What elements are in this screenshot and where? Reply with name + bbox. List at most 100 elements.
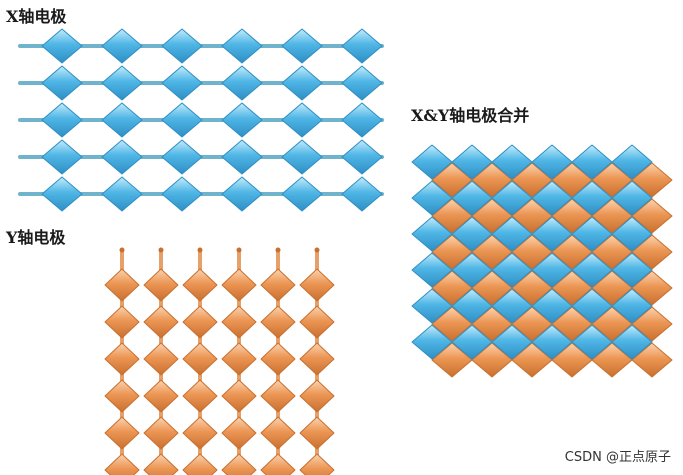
y-electrode-terminal xyxy=(158,247,164,253)
merged-x-pad xyxy=(451,324,493,360)
merged-x-pad xyxy=(451,180,493,216)
merged-y-pad xyxy=(591,162,633,198)
merged-x-pad xyxy=(531,216,573,252)
merged-x-pad xyxy=(411,144,453,180)
merged-y-pad xyxy=(631,234,673,270)
x-electrode-pad xyxy=(221,176,263,212)
merged-y-pad xyxy=(591,234,633,270)
merged-y-pad xyxy=(431,198,473,234)
merged-y-pad xyxy=(551,342,593,378)
merged-x-pad xyxy=(411,252,453,288)
x-electrode-pad xyxy=(161,139,203,175)
merged-y-pad xyxy=(631,306,673,342)
y-electrode-pad xyxy=(104,416,140,450)
y-electrode-pad xyxy=(104,453,140,475)
x-electrode-pad xyxy=(281,176,323,212)
x-electrode-pad xyxy=(341,65,383,101)
x-electrode-pad xyxy=(221,102,263,138)
merged-y-pad xyxy=(511,162,553,198)
merged-y-pad xyxy=(431,162,473,198)
merged-y-pad xyxy=(551,162,593,198)
merged-x-pad xyxy=(491,144,533,180)
y-electrode-pad xyxy=(299,453,335,475)
y-electrode-pad xyxy=(221,379,257,413)
x-electrode-pad xyxy=(341,176,383,212)
merged-x-pad xyxy=(611,180,653,216)
x-electrode-pad xyxy=(101,176,143,212)
merged-x-pad xyxy=(411,216,453,252)
merged-x-pad xyxy=(611,324,653,360)
x-electrode-pad xyxy=(101,139,143,175)
y-electrode-pad xyxy=(143,342,179,376)
x-electrode-panel xyxy=(18,28,384,212)
y-electrode-pad xyxy=(182,453,218,475)
x-electrode-pad xyxy=(41,176,83,212)
merged-x-pad xyxy=(451,144,493,180)
y-electrode-pad xyxy=(143,453,179,475)
x-electrode-pad xyxy=(221,28,263,64)
x-electrode-pad xyxy=(41,65,83,101)
y-electrode-pad xyxy=(260,305,296,339)
merged-x-pad xyxy=(611,288,653,324)
merged-x-pad xyxy=(571,324,613,360)
merged-x-pad xyxy=(571,180,613,216)
merged-y-pad xyxy=(511,234,553,270)
merged-y-pad xyxy=(471,306,513,342)
y-electrode-pad xyxy=(221,305,257,339)
merged-x-pad xyxy=(491,216,533,252)
merged-x-pad xyxy=(571,216,613,252)
merged-y-pad xyxy=(511,270,553,306)
y-electrode-terminal xyxy=(197,247,203,253)
y-electrode-pad xyxy=(260,268,296,302)
merged-x-pad xyxy=(531,180,573,216)
y-electrode-terminal xyxy=(236,247,242,253)
y-electrode-label: Y轴电极 xyxy=(6,228,66,247)
merged-y-pad xyxy=(471,198,513,234)
merged-y-pad xyxy=(511,306,553,342)
y-electrode-pad xyxy=(104,379,140,413)
merged-x-pad xyxy=(531,288,573,324)
merged-y-pad xyxy=(591,306,633,342)
y-electrode-pad xyxy=(104,342,140,376)
merged-x-pad xyxy=(411,180,453,216)
y-electrode-pad xyxy=(182,268,218,302)
merged-x-pad xyxy=(451,288,493,324)
x-electrode-pad xyxy=(161,65,203,101)
y-electrode-pad xyxy=(143,305,179,339)
y-electrode-pad xyxy=(299,416,335,450)
y-electrode-pad xyxy=(143,379,179,413)
merged-x-pad xyxy=(491,288,533,324)
merged-y-pad xyxy=(631,342,673,378)
x-electrode-pad xyxy=(281,65,323,101)
x-electrode-pad xyxy=(341,139,383,175)
merged-x-pad xyxy=(571,288,613,324)
merged-y-pad xyxy=(631,198,673,234)
y-electrode-pad xyxy=(104,268,140,302)
y-electrode-terminal xyxy=(119,247,125,253)
x-electrode-pad xyxy=(161,102,203,138)
y-electrode-pad xyxy=(260,453,296,475)
merged-y-pad xyxy=(631,162,673,198)
y-electrode-pad xyxy=(182,416,218,450)
x-electrode-pad xyxy=(161,28,203,64)
merged-y-pad xyxy=(471,234,513,270)
x-electrode-pad xyxy=(41,28,83,64)
x-electrode-pad xyxy=(341,28,383,64)
merged-y-pad xyxy=(551,198,593,234)
merged-x-pad xyxy=(571,144,613,180)
merged-x-pad xyxy=(491,324,533,360)
y-electrode-pad xyxy=(221,268,257,302)
merged-y-pad xyxy=(511,198,553,234)
y-electrode-terminal xyxy=(275,247,281,253)
merged-x-pad xyxy=(411,288,453,324)
y-electrode-pad xyxy=(182,305,218,339)
x-electrode-pad xyxy=(281,102,323,138)
merged-x-pad xyxy=(531,144,573,180)
y-electrode-pad xyxy=(221,416,257,450)
merged-y-pad xyxy=(591,342,633,378)
merged-x-pad xyxy=(411,324,453,360)
merged-y-pad xyxy=(431,234,473,270)
merged-y-pad xyxy=(431,342,473,378)
x-electrode-pad xyxy=(281,139,323,175)
